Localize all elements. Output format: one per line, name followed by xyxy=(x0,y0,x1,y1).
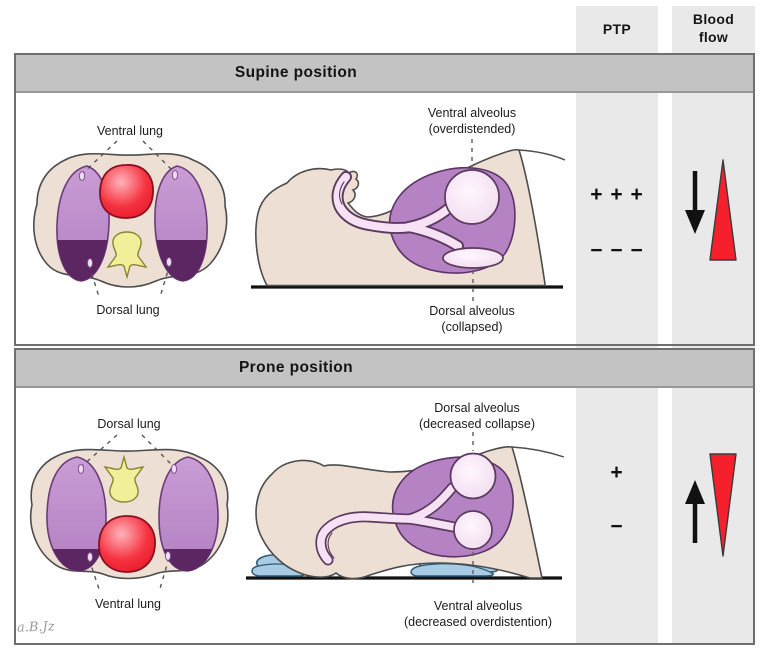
prone-sagittal-top-label: Dorsal alveolus (decreased collapse) xyxy=(418,401,536,431)
heart-shape xyxy=(99,164,154,219)
airway-tube xyxy=(331,171,464,252)
leader-endpoint-marks xyxy=(78,170,179,268)
supine-sagittal-illustration xyxy=(251,139,566,301)
prone-chest-cross-section-illustration xyxy=(29,434,229,593)
blood-flow-column-band xyxy=(672,6,755,645)
supine-panel: Supine position xyxy=(14,53,755,346)
blood-flow-up-arrow-icon xyxy=(685,480,705,543)
supine-cross-section-bottom-label: Dorsal lung xyxy=(96,303,160,317)
prone-cross-section-bottom-label: Ventral lung xyxy=(94,597,162,611)
vertebra-shape xyxy=(103,454,145,503)
ventral-alveolus-open xyxy=(453,510,493,550)
ptp-column-band xyxy=(576,6,658,645)
prone-ptp-dorsal-value: + xyxy=(610,461,624,484)
supine-ptp-dorsal-value: − − − xyxy=(590,239,644,262)
supine-cross-section-top-label: Ventral lung xyxy=(96,124,164,138)
prone-cross-section-top-label: Dorsal lung xyxy=(97,417,161,431)
leader-endpoint-marks xyxy=(77,464,178,562)
prone-blood-flow-gradient-triangle xyxy=(709,453,737,557)
arm-contour-line xyxy=(518,149,566,161)
blood-flow-down-arrow-icon xyxy=(685,171,705,234)
leader-lines xyxy=(80,434,175,593)
vertebra-shape xyxy=(106,231,148,280)
supine-chest-cross-section-illustration xyxy=(33,140,228,298)
prone-panel: Prone position xyxy=(14,348,755,645)
blood-flow-column-header: Blood flow xyxy=(692,11,735,45)
artist-signature: a.B.Jz xyxy=(16,619,55,636)
supine-sagittal-bottom-label: Dorsal alveolus (collapsed) xyxy=(429,304,515,334)
ptp-column-header: PTP xyxy=(602,21,632,37)
prone-ptp-ventral-value: − xyxy=(610,515,624,538)
dorsal-alveolus-open xyxy=(449,452,497,500)
supine-ptp-ventral-value: + + + xyxy=(590,183,644,206)
prone-sagittal-bottom-label: Ventral alveolus (decreased overdistenti… xyxy=(404,599,552,629)
heart-shape xyxy=(98,515,156,573)
ventral-alveolus-overdistended xyxy=(444,169,500,225)
supine-blood-flow-gradient-triangle xyxy=(709,159,737,261)
supine-sagittal-top-label: Ventral alveolus (overdistended) xyxy=(427,106,517,136)
arm-contour-line xyxy=(511,446,565,458)
supine-title-bar: Supine position xyxy=(16,55,753,93)
prone-title-bar: Prone position xyxy=(16,350,753,388)
leader-lines xyxy=(81,140,176,298)
prone-sagittal-illustration xyxy=(246,432,565,587)
supine-title: Supine position xyxy=(234,64,358,81)
airway-tube xyxy=(315,482,460,566)
prone-title: Prone position xyxy=(238,359,354,376)
dorsal-alveolus-collapsed xyxy=(442,247,504,269)
